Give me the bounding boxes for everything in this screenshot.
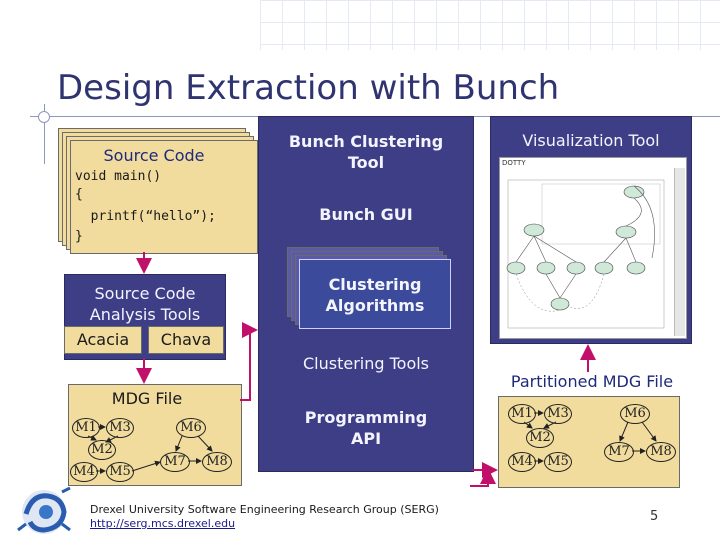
mdg-node-m2: M2 [88,440,116,460]
background-grid [260,0,720,50]
code-line-2: { [75,187,83,202]
slide-title: Design Extraction with Bunch [57,68,560,108]
footer-org: Drexel University Software Engineering R… [90,503,439,516]
visualization-tool-label: Visualization Tool [522,131,660,150]
mdg-node-m1: M1 [72,418,100,438]
mdg-node-m6: M6 [176,418,206,438]
source-code-card: Source Code void main() { printf(“hello”… [70,140,258,254]
visualization-tool-panel: Visualization Tool DOTTY [490,116,692,344]
pmdg-node-m3: M3 [544,404,572,424]
pmdg-node-m4: M4 [508,452,536,472]
bunch-gui-label: Bunch GUI [319,205,413,224]
mdg-file-label: MDG File [111,389,183,408]
chava-tool: Chava [148,326,224,354]
source-code-label: Source Code [103,146,205,165]
programming-api-label: Programming API [304,408,428,448]
pmdg-node-m8: M8 [646,442,676,462]
mdg-node-m4: M4 [70,462,98,482]
pmdg-node-m1: M1 [508,404,536,424]
partitioned-mdg-label: Partitioned MDG File [510,372,674,391]
footer-url-link[interactable]: http://serg.mcs.drexel.edu [90,517,236,530]
bunch-tool-title: Bunch Clustering Tool [288,132,444,172]
pmdg-edges [523,410,657,464]
code-line-4: } [75,229,83,244]
code-line-3: printf(“hello”); [75,209,216,224]
pmdg-node-m5: M5 [544,452,572,472]
arrow-bottom-connector [470,468,496,487]
footer-url-line: http://serg.mcs.drexel.edu [90,517,235,530]
clustering-tools-label: Clustering Tools [302,354,430,373]
pmdg-node-m7: M7 [604,442,634,462]
dotty-scrollbar[interactable] [674,168,685,336]
pmdg-node-m6: M6 [620,404,650,424]
analysis-tools-title: Source Code Analysis Tools [89,284,201,324]
mdg-node-m5: M5 [106,462,134,482]
dotty-graph [506,179,665,329]
pipeline-arrows [136,252,596,487]
acacia-tool: Acacia [64,326,142,354]
bunch-clustering-tool-panel: Bunch Clustering Tool Bunch GUI Clusteri… [258,116,474,472]
title-vertical-rule [44,104,45,164]
mdg-edges [87,424,213,474]
code-line-1: void main() [75,169,162,184]
mdg-node-m8: M8 [202,452,232,472]
dotty-window-title: DOTTY [502,159,526,167]
serg-logo-icon [17,486,71,534]
pmdg-node-m2: M2 [526,428,554,448]
arrow-mdg-to-bunch [240,322,258,401]
page-number: 5 [650,509,659,524]
clustering-algorithms-card: Clustering Algorithms [299,259,451,329]
dotty-window: DOTTY [499,157,687,339]
title-rule-circle [38,111,50,123]
mdg-node-m3: M3 [106,418,134,438]
